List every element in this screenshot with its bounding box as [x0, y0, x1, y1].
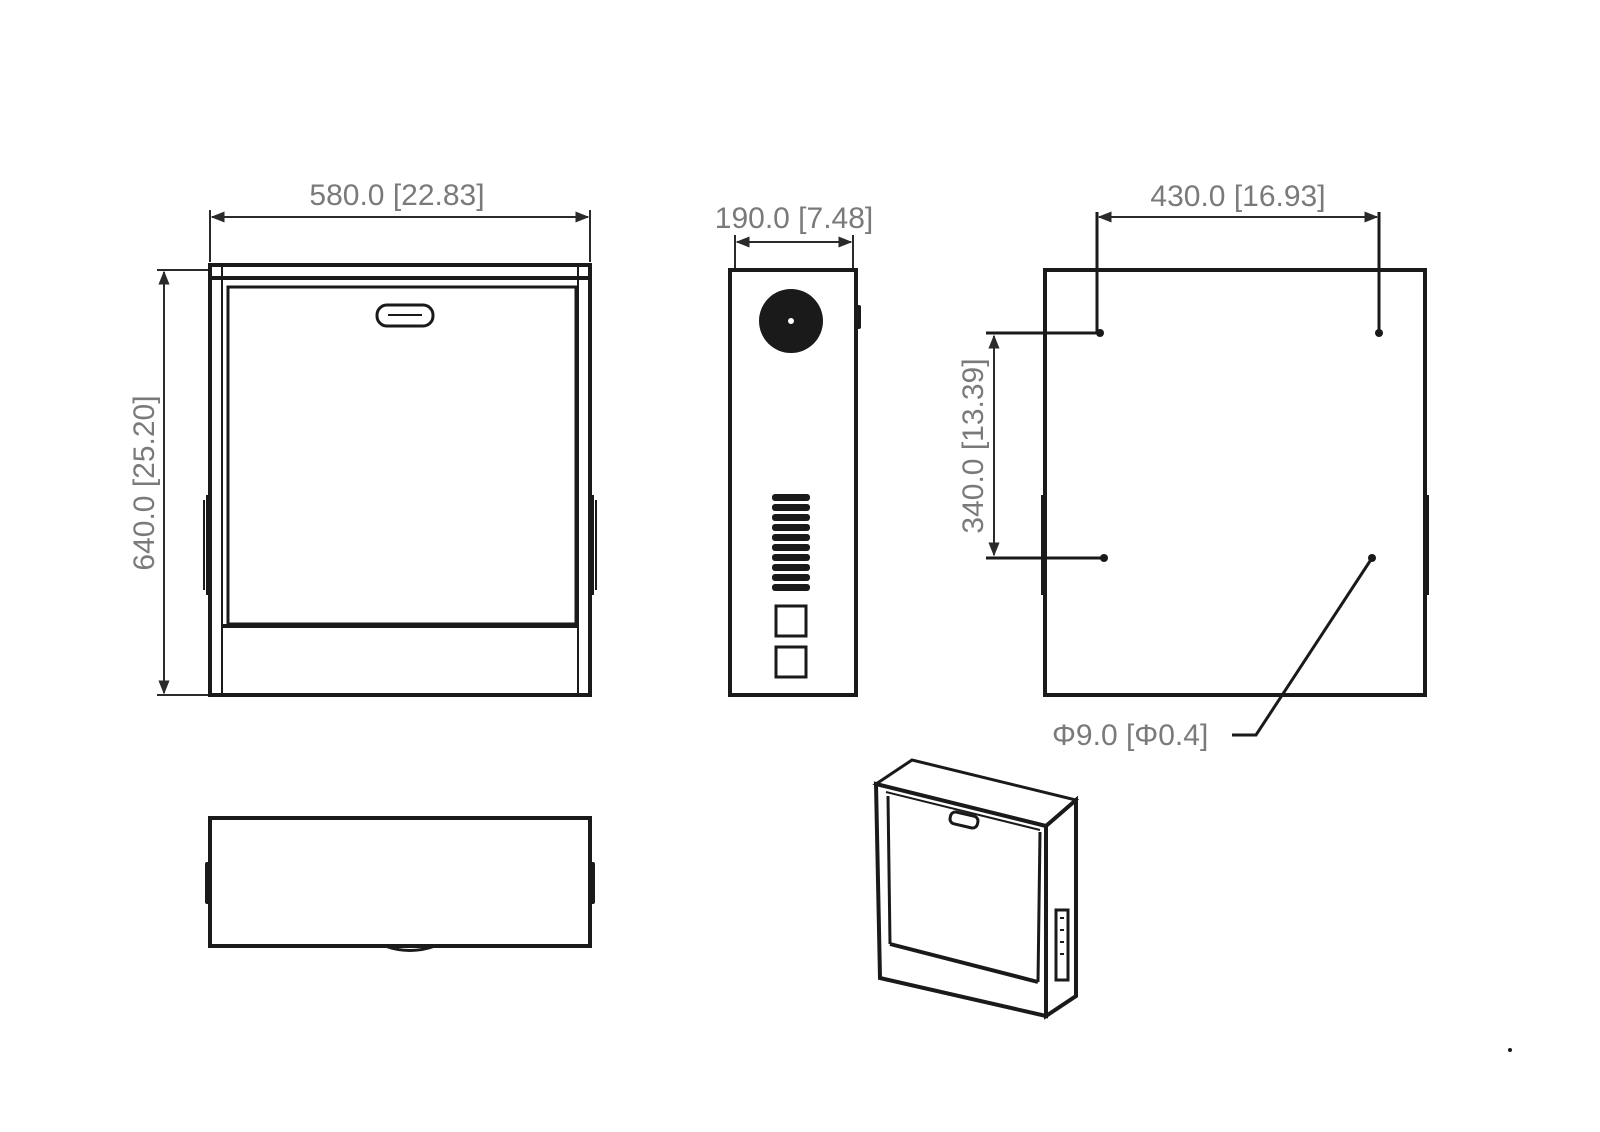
door-handle-icon	[375, 303, 435, 328]
port-upper-icon	[774, 604, 808, 638]
mounting-hole-top-right	[1375, 329, 1383, 337]
vent-slat	[772, 524, 810, 531]
isometric-view	[872, 758, 1080, 1020]
vent-slat	[772, 554, 810, 561]
stray-dot	[1508, 1048, 1512, 1052]
vent-slat	[772, 544, 810, 551]
vent-slat	[772, 564, 810, 571]
rear-hole-spacing-h-label: 430.0 [16.93]	[1150, 180, 1325, 213]
side-depth-label: 190.0 [7.48]	[715, 202, 873, 235]
cable-gland-icon	[759, 289, 823, 353]
left-side-grip	[203, 495, 208, 595]
vent-slat	[772, 504, 810, 511]
hole-diameter-label: Φ9.0 [Φ0.4]	[1052, 719, 1208, 752]
port-lower-icon	[774, 645, 808, 679]
front-height-label: 640.0 [25.20]	[128, 395, 161, 570]
vent-slat	[772, 584, 810, 591]
vent-slat	[772, 574, 810, 581]
side-view	[728, 268, 861, 697]
vent-slat	[772, 494, 810, 501]
rear-hole-spacing-v-label: 340.0 [13.39]	[957, 358, 990, 533]
right-side-grip	[592, 495, 597, 595]
vent-slat	[772, 514, 810, 521]
rear-hole-spacing-v-dimension: 340.0 [13.39]	[957, 331, 1104, 560]
iso-handle-icon	[948, 810, 980, 830]
top-view	[205, 816, 595, 952]
front-width-label: 580.0 [22.83]	[309, 179, 484, 212]
hole-diameter-callout: Φ9.0 [Φ0.4]	[1052, 557, 1374, 752]
front-height-dimension: 640.0 [25.20]	[128, 269, 208, 696]
fan-vent-icon	[772, 494, 810, 591]
side-depth-dimension: 190.0 [7.48]	[715, 202, 873, 268]
rear-hole-spacing-h-dimension: 430.0 [16.93]	[1095, 180, 1381, 333]
front-width-dimension: 580.0 [22.83]	[209, 179, 591, 262]
front-view	[203, 263, 597, 697]
vent-slat	[772, 534, 810, 541]
rear-view	[1041, 268, 1429, 697]
